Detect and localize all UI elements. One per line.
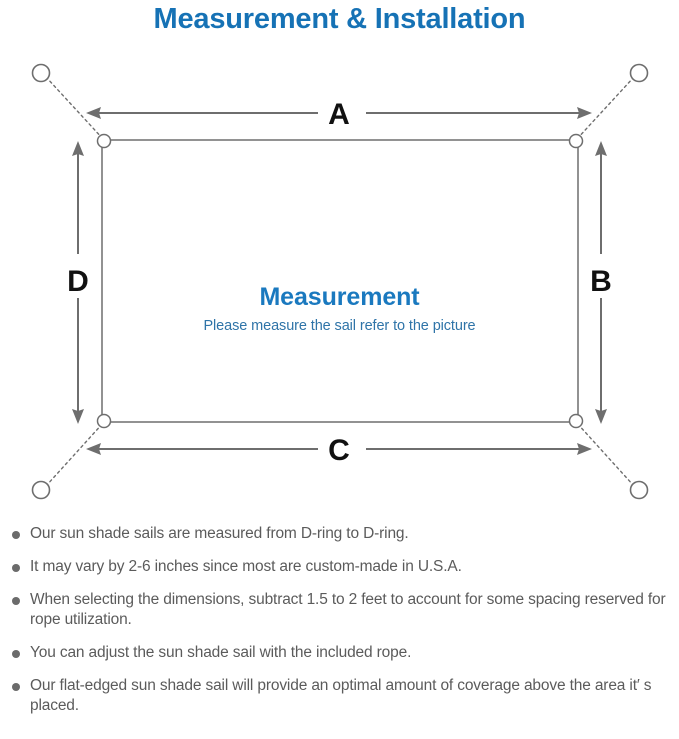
dimension-d-label: D bbox=[67, 265, 89, 298]
dimension-b-arrowhead-bottom bbox=[595, 409, 607, 424]
dimension-c: C bbox=[86, 434, 592, 467]
dimension-b-arrowhead-top bbox=[595, 141, 607, 156]
dimension-a-label: A bbox=[328, 98, 350, 131]
dimension-a: A bbox=[86, 98, 592, 131]
list-item-text: You can adjust the sun shade sail with t… bbox=[30, 644, 412, 661]
page-title: Measurement & Installation bbox=[153, 3, 526, 35]
list-item-text: Our flat-edged sun shade sail will provi… bbox=[30, 677, 652, 714]
anchor-ring-top-right-icon bbox=[629, 63, 649, 83]
list-item-text: It may vary by 2-6 inches since most are… bbox=[30, 558, 462, 575]
notes-list: Our sun shade sails are measured from D-… bbox=[0, 524, 679, 729]
list-item: Our flat-edged sun shade sail will provi… bbox=[0, 676, 679, 716]
d-ring-top-right-icon bbox=[568, 133, 584, 149]
dimension-c-arrowhead-right bbox=[577, 443, 592, 455]
dimension-d-arrowhead-top bbox=[72, 141, 84, 156]
diagram-canvas: A C D B bbox=[31, 63, 649, 500]
bullet-icon bbox=[12, 564, 20, 572]
anchor-ring-bottom-right-icon bbox=[629, 480, 649, 500]
list-item: You can adjust the sun shade sail with t… bbox=[0, 643, 679, 663]
dimension-d-arrowhead-bottom bbox=[72, 409, 84, 424]
rope-line-bottom-left bbox=[45, 421, 105, 487]
dimension-b-label: B bbox=[590, 265, 612, 298]
bullet-icon bbox=[12, 597, 20, 605]
list-item: Our sun shade sails are measured from D-… bbox=[0, 524, 679, 544]
dimension-a-arrowhead-left bbox=[86, 107, 101, 119]
measurement-diagram: A C D B Measurement Please mea bbox=[0, 46, 679, 516]
d-ring-top-left-icon bbox=[96, 133, 112, 149]
dimension-a-arrowhead-right bbox=[577, 107, 592, 119]
d-ring-bottom-right-icon bbox=[568, 413, 584, 429]
d-ring-bottom-left-icon bbox=[96, 413, 112, 429]
bullet-icon bbox=[12, 683, 20, 691]
dimension-b: B bbox=[590, 141, 612, 424]
anchor-ring-bottom-left-icon bbox=[31, 480, 51, 500]
list-item: It may vary by 2-6 inches since most are… bbox=[0, 557, 679, 577]
rope-line-bottom-right bbox=[575, 421, 635, 487]
list-item-text: When selecting the dimensions, subtract … bbox=[30, 591, 666, 628]
list-item-text: Our sun shade sails are measured from D-… bbox=[30, 525, 409, 542]
list-item: When selecting the dimensions, subtract … bbox=[0, 590, 679, 630]
bullet-icon bbox=[12, 531, 20, 539]
dimension-c-arrowhead-left bbox=[86, 443, 101, 455]
sail-body bbox=[101, 139, 579, 423]
dimension-d: D bbox=[67, 141, 89, 424]
rope-line-top-right bbox=[575, 76, 635, 141]
dimension-c-label: C bbox=[328, 434, 350, 467]
rope-line-top-left bbox=[45, 76, 105, 141]
bullet-icon bbox=[12, 650, 20, 658]
anchor-ring-top-left-icon bbox=[31, 63, 51, 83]
